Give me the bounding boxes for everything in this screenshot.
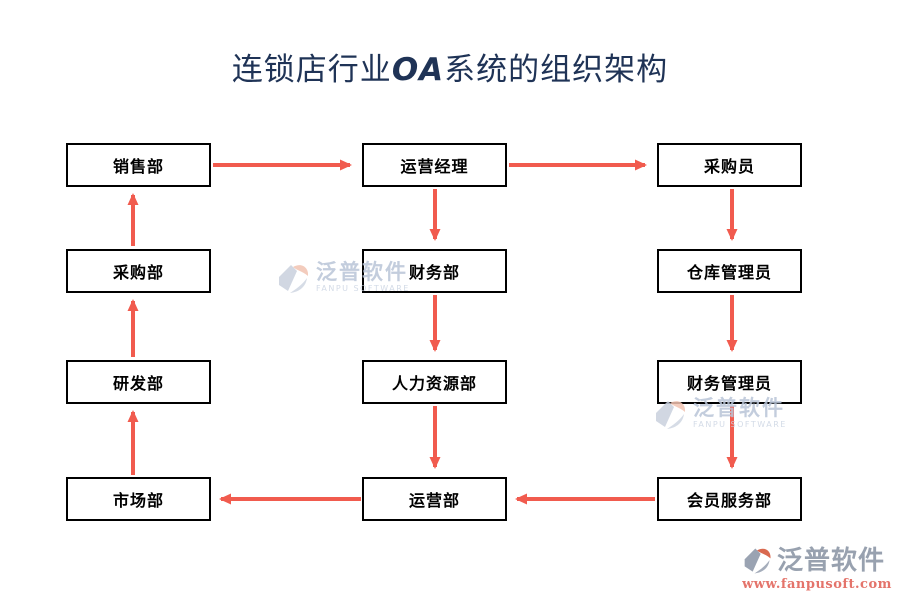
watermark-subtext: FANPU SOFTWARE: [693, 420, 787, 429]
brand-url: www.fanpusoft.com: [742, 577, 892, 592]
org-node-sales-dept: 销售部: [66, 143, 211, 187]
org-node-buyer: 采购员: [657, 143, 802, 187]
org-node-purchasing-dept: 采购部: [66, 249, 211, 293]
brand-name: 泛普软件: [777, 546, 886, 576]
org-node-operations-manager: 运营经理: [362, 143, 507, 187]
org-node-member-service-dept: 会员服务部: [657, 477, 802, 521]
org-node-marketing-dept: 市场部: [66, 477, 211, 521]
org-node-warehouse-manager: 仓库管理员: [657, 249, 802, 293]
fanpu-watermark-icon: [279, 265, 309, 293]
title-prefix: 连锁店行业: [231, 52, 392, 88]
org-node-hr-dept: 人力资源部: [362, 360, 507, 404]
fanpu-logo-icon: [744, 548, 771, 574]
org-node-operations-dept: 运营部: [362, 477, 507, 521]
title-oa: OA: [391, 52, 445, 88]
org-node-finance-dept: 财务部: [362, 249, 507, 293]
org-node-finance-manager: 财务管理员: [657, 360, 802, 404]
org-node-rnd-dept: 研发部: [66, 360, 211, 404]
page-title: 连锁店行业OA系统的组织架构: [0, 44, 900, 89]
title-suffix: 系统的组织架构: [444, 52, 669, 88]
brand-logo: 泛普软件 www.fanpusoft.com: [742, 545, 892, 592]
